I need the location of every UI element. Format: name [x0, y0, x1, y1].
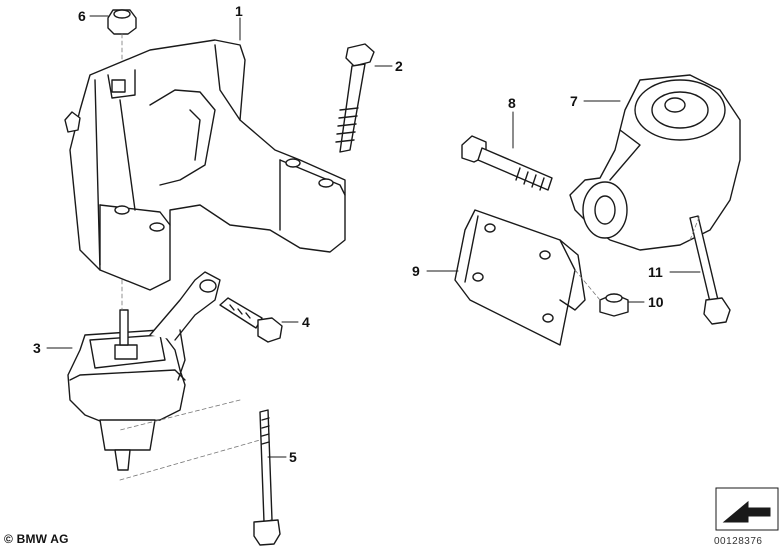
bolt-part-10	[599, 293, 629, 317]
engine-mount-part-3	[67, 271, 221, 471]
bolt-part-5	[253, 409, 281, 546]
copyright-text: © BMW AG	[4, 532, 69, 546]
bolt-part-2	[335, 43, 375, 153]
callout-8: 8	[508, 95, 516, 111]
plate-part-9	[454, 209, 586, 346]
callout-4: 4	[302, 314, 310, 330]
callout-9: 9	[412, 263, 420, 279]
rear-mount-part-7	[569, 74, 741, 251]
callout-7: 7	[570, 93, 578, 109]
callout-2: 2	[395, 58, 403, 74]
callout-3: 3	[33, 340, 41, 356]
bolt-part-8	[461, 135, 553, 191]
bracket-part-1	[64, 39, 346, 291]
callout-11: 11	[648, 264, 663, 280]
callout-5: 5	[289, 449, 297, 465]
callout-10: 10	[648, 294, 664, 310]
bolt-part-11	[689, 215, 731, 325]
callout-6: 6	[78, 8, 86, 24]
callout-1: 1	[235, 3, 243, 19]
document-number: 00128376	[714, 536, 763, 547]
bolt-part-4	[219, 297, 283, 343]
nut-part-6	[107, 9, 137, 35]
view-arrow-icon	[715, 487, 779, 531]
callout-labels: 6 1 2 3 4 5 7 8 9 10 11	[33, 3, 664, 465]
